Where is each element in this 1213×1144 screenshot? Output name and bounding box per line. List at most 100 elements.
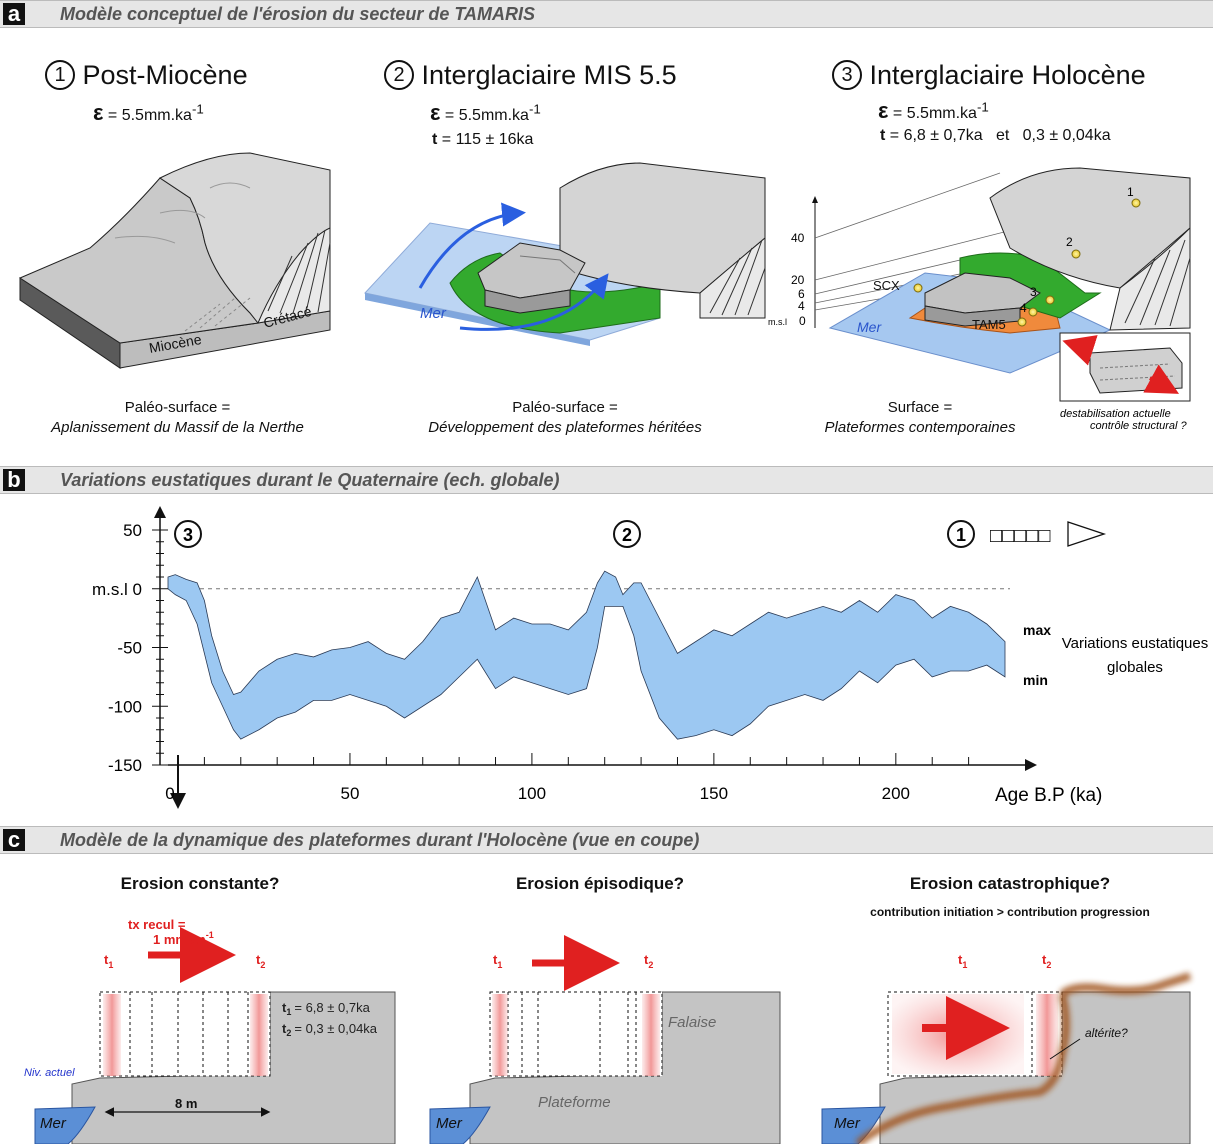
alt-msl-label: m.s.l [768,317,787,327]
stage-1-epsilon-exp: -1 [191,101,204,117]
block-2-mer-label: Mer [420,305,447,322]
y-tick-label: 50 [123,521,142,540]
stage-1-caption: Paléo-surface = Aplanissement du Massif … [0,398,355,438]
stage-2-title: 2 Interglaciaire MIS 5.5 [384,60,677,91]
x-tick-label: 50 [340,784,359,803]
scenario-1-diagram [34,927,396,1144]
site-2-label: 2 [1066,235,1073,249]
tam5-label: TAM5 [972,317,1006,332]
s2-t2-label: t2 [644,952,653,970]
panel-c-diagram: tx recul = 1 mm.an-1 t1 t2 t1= 6,8 ± 0,7… [24,917,1192,1144]
marker-1-arrow-icon [1067,521,1107,547]
stage-2-age: t = 115 ± 16ka [432,131,533,149]
panel-c-letter: c [3,829,25,851]
stage-3-age-label: t [880,127,886,144]
stage-2-surface-label: Paléo-surface = [512,399,618,416]
stage-3-age: t = 6,8 ± 0,7ka et 0,3 ± 0,04ka [880,127,1111,145]
stage-3-title: 3 Interglaciaire Holocène [832,60,1146,91]
stage-2-epsilon: ε = 5.5mm.ka-1 [430,100,541,125]
panel-b-header: b Variations eustatiques durant le Quate… [0,466,1213,494]
s3-t2-label: t2 [1042,952,1051,970]
stage-3-age-value: = 6,8 ± 0,7ka et 0,3 ± 0,04ka [889,127,1111,144]
scenario-3-title: Erosion catastrophique? [909,874,1111,893]
panel-a-letter: a [3,3,25,25]
stage-2-surface-desc: Développement des plateformes héritées [428,419,702,436]
s1-t1-label: t1 [104,952,113,970]
stage-2-caption: Paléo-surface = Développement des platef… [380,398,750,438]
niv-actuel-label: Niv. actuel [24,1067,75,1079]
block-1-diagram [18,152,331,369]
alterite-label: altérite? [1085,1026,1128,1040]
y-tick-label: -100 [108,697,142,716]
alt-6-label: 6 [798,287,805,301]
stage-1-title-text: Post-Miocène [82,60,248,90]
legend-desc-1: Variations eustatiques [1062,635,1208,652]
panel-c-header: c Modèle de la dynamique des plateformes… [0,826,1213,854]
stage-2-title-text: Interglaciaire MIS 5.5 [421,60,677,90]
alt-4-label: 4 [798,299,805,313]
stage-3-epsilon-exp: -1 [976,99,989,115]
marker-3-label: 3 [183,525,193,545]
panel-a-diagram: Miocène Crétacé Mer [18,152,1191,432]
block-3-diagram [812,167,1191,402]
stage-1-title: 1 Post-Miocène [45,60,248,91]
x-tick-label: 200 [882,784,910,803]
x-tick-label: 0 [165,784,174,803]
stage-2-number: 2 [384,60,414,90]
chart-axes [154,506,1037,809]
distance-label: 8 m [175,1096,197,1111]
tx-recul-label: tx recul = [128,917,186,932]
stage-2-age-value: = 115 ± 16ka [441,131,534,148]
plateforme-label: Plateforme [538,1094,611,1111]
stage-3-surface-label: Surface = [887,399,953,416]
stage-2-age-label: t [432,131,438,148]
stage-3-number: 3 [832,60,862,90]
stage-3-caption: Surface = Plateformes contemporaines [770,398,1070,438]
x-tick-label: 150 [700,784,728,803]
x-axis-arrow-icon [1025,759,1037,771]
alt-0-label: 0 [799,314,806,328]
legend-max-label: max [1023,622,1051,638]
chart-plot-area [167,570,1010,740]
s1-t2-label: t2 [256,952,265,970]
block-2-diagram [364,162,766,346]
marker-1-text: □□□□□ [990,525,1050,547]
stage-3-title-text: Interglaciaire Holocène [869,60,1146,90]
marker-2-label: 2 [622,525,632,545]
site-1-label: 1 [1127,185,1134,199]
stage-1-epsilon-value: = 5.5mm.ka [107,107,192,124]
s2-t1-label: t1 [493,952,502,970]
s1-mer-label: Mer [40,1115,67,1132]
site-3-label: 3 [1030,285,1037,299]
s1-t1-value: t1= 6,8 ± 0,7ka [282,1000,371,1017]
stage-3-epsilon: ε = 5.5mm.ka-1 [878,98,989,123]
inset-caption-1: destabilisation actuelle [1060,408,1171,420]
marker-1-label: 1 [956,525,966,545]
s3-t1-label: t1 [958,952,967,970]
y-tick-label: -50 [117,639,142,658]
scenario-2-title: Erosion épisodique? [515,874,685,893]
falaise-label: Falaise [668,1014,716,1031]
scenario-2-diagram [429,935,781,1144]
stage-1-surface-desc: Aplanissement du Massif de la Nerthe [51,419,304,436]
site-4-label: 4 [1020,301,1027,315]
tx-recul-value: 1 mm.an-1 [153,930,214,947]
eustatic-band [167,570,1006,740]
panel-b-title: Variations eustatiques durant le Quatern… [60,470,560,490]
y-tick-label: -150 [108,756,142,775]
stage-3-epsilon-value: = 5.5mm.ka [892,105,977,122]
legend-min-label: min [1023,672,1048,688]
x-tick-label: 100 [518,784,546,803]
present-arrow-icon [170,793,186,809]
chart-ticks: 50 m.s.l 0 -50 -100 -150 0 50 100 150 200 [92,521,970,803]
stage-3-surface-desc: Plateformes contemporaines [824,419,1016,436]
alt-40-label: 40 [791,231,805,245]
s2-mer-label: Mer [436,1115,463,1132]
scx-label: SCX [873,278,900,293]
panel-b-letter: b [3,469,25,491]
panel-a-header: a Modèle conceptuel de l'érosion du sect… [0,0,1213,28]
y-tick-label: m.s.l 0 [92,580,142,599]
s3-mer-label: Mer [834,1115,861,1132]
scenario-3-subtitle: contribution initiation > contribution p… [870,905,1150,919]
block-3-mer-label: Mer [857,319,882,335]
